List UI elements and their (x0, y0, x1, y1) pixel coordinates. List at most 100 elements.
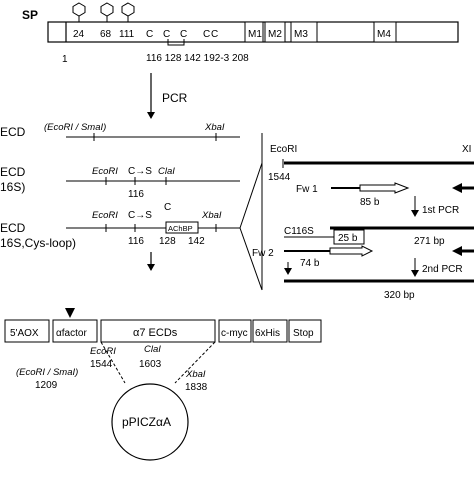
glyco-pos-68: 68 (100, 29, 112, 40)
ecori-smai-label: (EcoRI / SmaI) (44, 122, 106, 133)
glycosylation-sites (72, 2, 135, 22)
overlap-box (333, 229, 365, 245)
overlap-length: 25 b (338, 233, 358, 244)
c-myc-box (218, 319, 252, 343)
ecori-label: EcoRI (92, 210, 118, 221)
glycan-hexagon-icon (121, 2, 135, 17)
construct-ecd-cys-loop: ECD 16S,Cys-loop) EcoRI C→S C AChBP XbaI… (0, 202, 240, 250)
scheme-ecori: EcoRI (270, 144, 297, 155)
second-product-length: 320 bp (384, 290, 415, 301)
fw1-primer-arrow-icon (359, 182, 410, 194)
sp-label: SP (22, 8, 38, 22)
fw1-length: 85 b (360, 197, 380, 208)
c-myc-label: c-myc (221, 328, 248, 339)
plasmid-left-pos: 1209 (35, 380, 58, 391)
cys-mark: C (164, 202, 171, 213)
m1-box (244, 21, 264, 43)
fw2-length: 74 b (300, 258, 320, 269)
his-tag-label: 6xHis (255, 328, 280, 339)
plasmid-ecori-label: EcoRI (90, 346, 116, 357)
aox-box (4, 319, 50, 343)
plasmid-name: pPICZαA (122, 415, 171, 429)
achbp-label: AChBP (168, 224, 193, 233)
reverse-primer-arrow-icon (452, 246, 462, 256)
pcr-step: PCR (147, 73, 188, 119)
second-pcr-label: 2nd PCR (422, 264, 463, 275)
alpha-factor-label: αfactor (56, 328, 87, 339)
first-product-length: 271 bp (414, 236, 445, 247)
cys-193-mark: C (211, 29, 218, 40)
reverse-primer-arrow-icon (452, 183, 462, 193)
position-116: 116 (128, 189, 144, 200)
cys-192-mark: C (203, 29, 210, 40)
glyco-pos-24: 24 (73, 29, 85, 40)
construct-cysloop-label-b: 16S,Cys-loop) (0, 236, 76, 250)
aox-label: 5'AOX (10, 328, 39, 339)
cys-116-mark: C (146, 29, 153, 40)
fw1-label: Fw 1 (296, 184, 318, 195)
m1-label: M1 (248, 29, 262, 40)
plasmid-xbai-pos: 1838 (185, 382, 208, 393)
glycan-hexagon-icon (72, 2, 86, 17)
c116s-label: C116S (284, 226, 314, 237)
pcr-scheme: EcoRI XI 1544 Fw 1 85 b 1st PCR C116S 25… (252, 133, 474, 301)
first-pcr-label: 1st PCR (422, 205, 459, 216)
xbai-label: XbaI (201, 210, 222, 221)
insert-guide-left (100, 341, 126, 384)
zoom-line-top (239, 162, 263, 229)
construct-cysloop-label-a: ECD (0, 221, 26, 235)
ecd-box (100, 319, 216, 343)
achbp-box (165, 221, 199, 234)
plasmid-xbai-label: XbaI (185, 369, 206, 380)
position-116: 116 (128, 236, 144, 247)
plasmid-circle (111, 383, 189, 461)
glyco-pos-111: 111 (119, 29, 135, 40)
disulfide-bracket (167, 39, 185, 46)
alpha-factor-box (52, 319, 98, 343)
plasmid-ecori-pos: 1544 (90, 359, 113, 370)
fw2-primer-arrow-icon (329, 245, 374, 257)
gene-map: SP 24 68 111 C C C C C M1 M2 M3 M4 1 1 (22, 2, 459, 65)
scheme-right-clip: XI (462, 144, 471, 155)
plasmid-clai-pos: 1603 (139, 359, 162, 370)
scheme-1544: 1544 (268, 172, 291, 183)
construct-c116s-label-b: 16S) (0, 180, 25, 194)
plasmid-left-label: (EcoRI / SmaI) (16, 367, 78, 378)
m4-label: M4 (377, 29, 391, 40)
position-142: 142 (188, 236, 205, 247)
insert-guide-right (174, 341, 216, 384)
position-128: 128 (159, 236, 176, 247)
zoom-line-bottom (239, 227, 263, 291)
clai-label: ClaI (158, 166, 175, 177)
plasmid-clai-label: ClaI (144, 344, 161, 355)
cys-positions: 116 128 142 192-3 208 (146, 53, 249, 64)
fw2-label: Fw 2 (252, 248, 274, 259)
construct-ecd-label: ECD (0, 125, 26, 139)
m2-label: M2 (268, 29, 282, 40)
stop-label: Stop (293, 328, 314, 339)
pcr-label: PCR (162, 91, 188, 105)
xbai-label: XbaI (204, 122, 225, 133)
cleavage-site-icon (65, 308, 75, 318)
construct-c116s-label-a: ECD (0, 165, 26, 179)
plasmid: EcoRI 1544 ClaI 1603 XbaI 1838 (EcoRI / … (16, 341, 216, 461)
m3-box (290, 21, 318, 43)
mutation-label: C→S (128, 166, 152, 177)
start-number: 1 (62, 54, 68, 65)
his-tag-box (252, 319, 288, 343)
expression-cassette: 5'AOX αfactor α7 ECDs c-myc 6xHis Stop (4, 308, 322, 343)
cys-128-mark: C (163, 29, 170, 40)
m4-box (373, 21, 397, 43)
m2-box (264, 21, 286, 43)
m3-label: M3 (294, 29, 308, 40)
stop-box (288, 319, 322, 343)
glycan-hexagon-icon (100, 2, 114, 17)
ecd-label: α7 ECDs (133, 327, 178, 339)
construct-ecd-c116s: ECD 16S) EcoRI C→S ClaI 116 (0, 165, 240, 200)
cys-142-mark: C (180, 29, 187, 40)
construct-ecd: ECD (EcoRI / SmaI) XbaI (0, 122, 240, 141)
mutation-label: C→S (128, 210, 152, 221)
ecori-label: EcoRI (92, 166, 118, 177)
